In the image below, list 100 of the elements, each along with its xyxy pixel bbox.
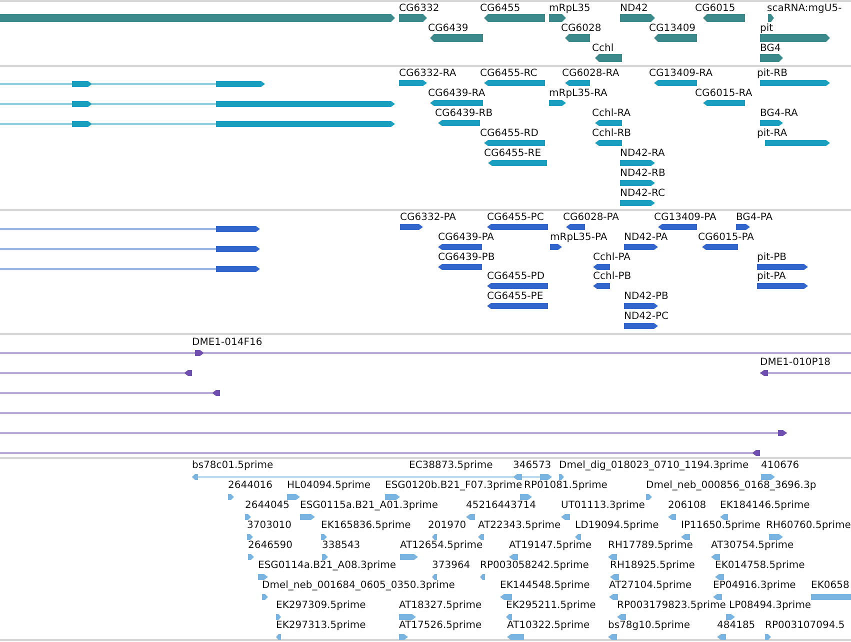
feature-label: CG6455-RE [484,148,542,160]
feature-label: IP11650.5prime [681,520,760,532]
feature-label: 2644045 [245,500,290,512]
feature-label: RH18925.5prime [610,560,695,572]
feature-label: CG6439-RA [428,88,486,100]
feature-label: CG6028 [561,23,602,35]
feature-label: CG6455-PE [487,291,544,303]
feature-label: EK295211.5prime [506,600,596,612]
feature-label: ND42-RA [620,148,665,160]
feature-label: EK014758.5prime [715,560,805,572]
feature-label: EK297313.5prime [276,620,366,632]
feature-label: Dmel_neb_001684_0605_0350.3prime [262,580,455,592]
feature-label: CG6439-RB [435,108,493,120]
feature-label: CG6455-PC [487,212,544,224]
feature-label: RP003058242.5prime [480,560,589,572]
feature-label: CG6028-RA [562,68,620,80]
feature-label: BG4 [760,43,781,55]
feature-label: CG6015-RA [695,88,752,100]
feature-label: EC38873.5prime [409,460,493,472]
feature-label: ND42-RB [620,168,666,180]
feature-label: 373964 [432,560,470,572]
feature-label: RP003107094.5 [765,620,845,632]
feature-label: 3703010 [247,520,292,532]
feature-label: ND42-PA [624,232,668,244]
feature-label: DME1-014F16 [192,337,262,349]
feature-label: CG6332-PA [400,212,456,224]
feature-label: CG6455-PD [487,271,545,283]
feature-label: 484185 [717,620,756,632]
feature-label: CG6455-RD [480,128,538,140]
feature-label: EK297309.5prime [276,600,366,612]
feature-label: AT12654.5prime [400,540,483,552]
feature-label: Cchl [592,43,614,55]
feature-label: AT17526.5prime [399,620,482,632]
feature-label: AT18327.5prime [399,600,482,612]
feature-label: pit-RB [757,68,788,80]
feature-label: LP08494.3prime [729,600,812,612]
feature-label: BG4-RA [760,108,798,120]
feature-label: ESG0115a.B21_A01.3prime [300,500,438,512]
feature-label: ESG0120b.B21_F07.3prime [385,480,522,492]
feature-label: Dmel_neb_000856_0168_3696.3p [646,480,816,492]
feature-label: 346573 [513,460,552,472]
feature-label: Cchl-PB [593,271,632,283]
feature-label: LD19094.5prime [575,520,659,532]
feature-label: pit-RA [757,128,788,140]
feature-label: RP003179823.5prime [617,600,726,612]
feature-label: mRpL35-RA [549,88,608,100]
feature-label: 338543 [322,540,360,552]
feature-label: CG6015 [695,3,736,15]
feature-label: mRpL35 [549,3,590,15]
feature-label: Cchl-RB [592,128,632,140]
feature-label: CG6015-PA [698,232,754,244]
feature-label: scaRNA:mgU5- [767,3,842,15]
feature-label: CG6439-PB [438,252,495,264]
feature-label: AT30754.5prime [711,540,794,552]
feature-label: RP01081.5prime [524,480,608,492]
feature-label: ND42 [620,3,648,15]
feature-label: EP04916.3prime [713,580,796,592]
feature-label: CG6332-RA [399,68,456,80]
feature-label: AT27104.5prime [609,580,692,592]
feature-label: EK165836.5prime [321,520,411,532]
feature-label: AT22343.5prime [478,520,561,532]
feature-label: CG6455 [480,3,520,15]
feature-label: 410676 [761,460,800,472]
feature-label: RH17789.5prime [608,540,693,552]
feature-label: pit-PA [757,271,786,283]
feature-label: bs78c01.5prime [192,460,274,472]
feature-label: CG6028-PA [563,212,620,224]
feature-label: Cchl-PA [593,252,630,264]
feature-label: Cchl-RA [592,108,631,120]
feature-label: CG6439-PA [438,232,494,244]
feature-label: RH60760.5prime [766,520,851,532]
feature-label: ND42-PC [624,311,669,323]
feature-label: 2644016 [228,480,273,492]
feature-label: 45216443714 [466,500,536,512]
feature-label: Dmel_dig_018023_0710_1194.3prime [559,460,749,472]
feature-label: 206108 [668,500,706,512]
feature-label: DME1-010P18 [760,357,830,369]
feature-label: CG13409 [649,23,696,35]
feature-label: mRpL35-PA [550,232,608,244]
feature-label: CG13409-RA [649,68,713,80]
feature-label: EK184146.5prime [720,500,810,512]
feature-label: pit-PB [757,252,787,264]
feature-label: bs78g10.5prime [608,620,690,632]
feature-label: ND42-RC [620,188,665,200]
feature-label: AT19147.5prime [509,540,592,552]
feature-label: UT01113.3prime [561,500,645,512]
feature-label: ESG0114a.B21_A08.3prime [258,560,396,572]
feature-label: 2646590 [248,540,293,552]
feature-label: AT10322.5prime [507,620,590,632]
feature-label: CG6439 [428,23,468,35]
feature-label: EK0658 [811,580,850,592]
feature-label: ND42-PB [624,291,668,303]
feature-label: HL04094.5prime [287,480,371,492]
feature-label: CG6332 [399,3,440,15]
feature-label: CG13409-PA [654,212,716,224]
feature-label: BG4-PA [736,212,773,224]
feature-label: EK144548.5prime [500,580,590,592]
feature-label: CG6455-RC [480,68,538,80]
feature-label: 201970 [428,520,466,532]
feature-label: pit [760,23,774,35]
